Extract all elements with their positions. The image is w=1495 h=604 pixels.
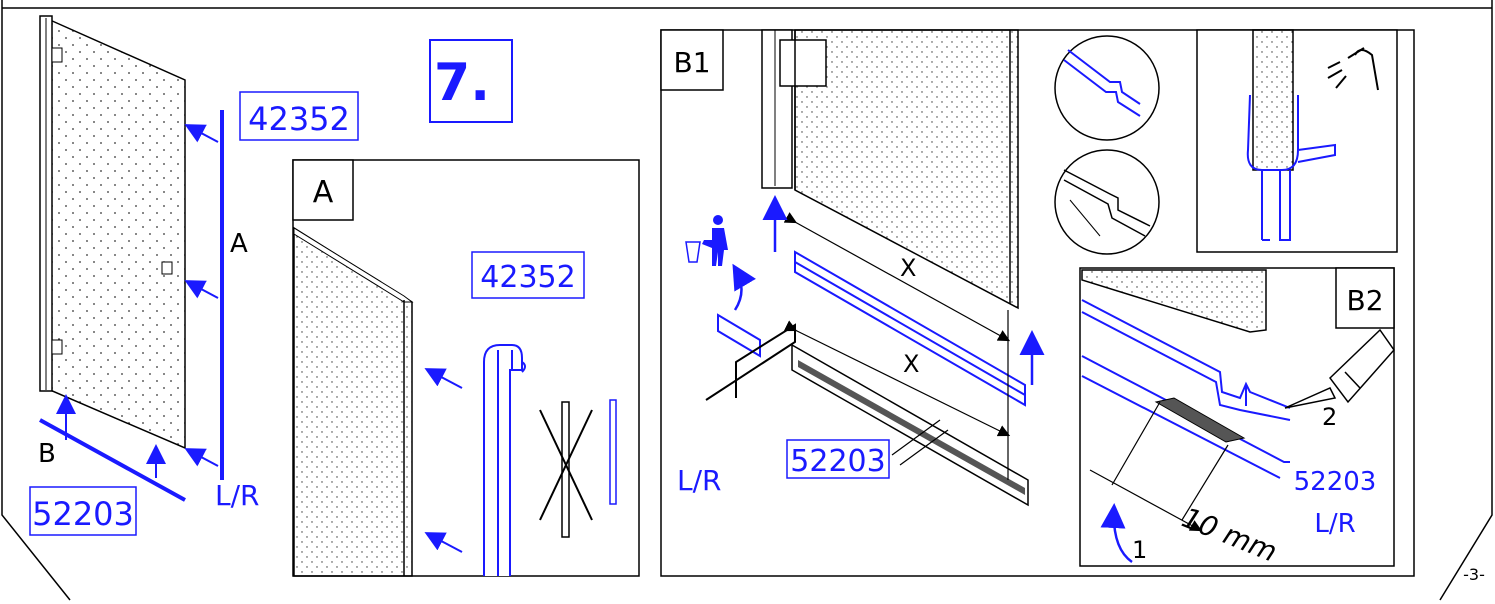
overview-orientation: L/R: [215, 479, 260, 512]
panel-b1-orientation: L/R: [677, 464, 722, 497]
overview-part-top: 42352: [248, 100, 350, 138]
panel-b2-arrow: [1100, 503, 1133, 564]
seal-cross-section: [1196, 29, 1398, 253]
panel-b1-arrows: [732, 195, 1045, 385]
part-label-box-bottom: [29, 486, 137, 536]
panel-a-title: A: [313, 175, 334, 210]
panel-a-arrows: [424, 368, 463, 553]
panel-b2-orientation: L/R: [1314, 509, 1355, 539]
step-number: 7.: [434, 53, 490, 113]
part-label-box-top: [239, 91, 359, 141]
overview-label-b: B: [38, 439, 56, 469]
detail-circle-bottom: [1054, 149, 1160, 255]
panel-b2-title-box: [1335, 267, 1395, 329]
panel-b1-dimension-lines: [783, 212, 1011, 480]
trash-bin-icon: [685, 215, 728, 266]
panel-b2-callout-1: 1: [1132, 536, 1147, 564]
panel-b1-title-box: [660, 29, 724, 91]
panel-b1-part: 52203: [790, 444, 885, 479]
overview-label-a: A: [230, 229, 248, 259]
panel-a-title-box: [292, 159, 354, 221]
panel-b2-callout-2: 2: [1322, 403, 1337, 431]
panel-b2-dimension: [1089, 401, 1229, 532]
page-number: -3-: [1463, 565, 1485, 584]
panel-b2-title: B2: [1346, 284, 1383, 317]
step-number-box: [429, 39, 513, 123]
glass-door-drawing: [39, 15, 186, 450]
panel-b2-glass: [1081, 269, 1267, 333]
panel-b2-part: 52203: [1294, 467, 1377, 497]
panel-b1-part-box: [786, 439, 890, 479]
overview-profile-parts: [39, 110, 224, 502]
panel-b1-dimension-2: X: [903, 350, 919, 378]
overview-part-bottom: 52203: [32, 495, 134, 533]
caulk-gun-icon: [1284, 328, 1395, 409]
panel-b1-dimension-1: X: [900, 254, 916, 282]
panel-b2-profile: [1081, 299, 1291, 479]
panel-a-crossed-profile: [539, 399, 617, 538]
shower-head-icon: [1327, 47, 1379, 91]
panel-b1-title: B1: [673, 46, 710, 79]
overview-arrows: [56, 124, 219, 478]
panel-a-seal-profile: [483, 344, 526, 576]
panel-a-part-box: [471, 251, 585, 299]
panel-a-part: 42352: [480, 260, 575, 295]
panel-b2-sealant: [1154, 397, 1246, 443]
detail-circle-top: [1054, 35, 1160, 141]
panel-a-glass-edge: [293, 226, 414, 577]
